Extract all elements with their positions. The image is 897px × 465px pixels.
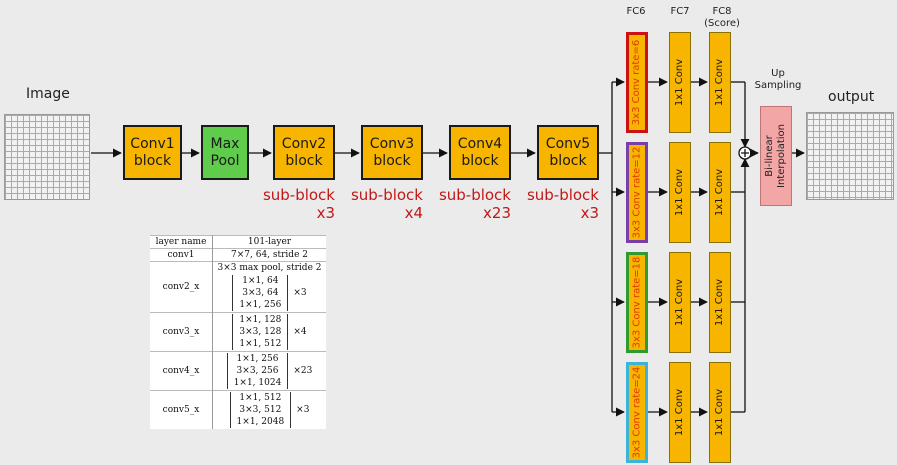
table-row: conv2_x 3×3 max pool, stride 2 xyxy=(150,261,326,313)
conv3-block: Conv3 block xyxy=(361,125,423,180)
fc6-heading: FC6 xyxy=(626,6,646,17)
conv4-subblock-count: sub-block x23 xyxy=(438,186,511,222)
output-label: output xyxy=(828,89,875,105)
layer-config-table: layer name 101-layer conv1 7×7, 64, stri… xyxy=(150,235,326,429)
conv4-block: Conv4 block xyxy=(449,125,511,180)
conv3-multiplier: ×4 xyxy=(293,327,307,337)
input-image-grid xyxy=(4,114,90,200)
table-cell-max-pool: 3×3 max pool, stride 2 xyxy=(212,261,326,274)
table-header-row: layer name 101-layer xyxy=(150,235,326,249)
branch-3-fc8-conv: 1x1 Conv xyxy=(709,252,731,353)
sum-plus-icon xyxy=(741,149,749,157)
conv4-multiplier: ×23 xyxy=(293,366,313,376)
conv1-block: Conv1 block xyxy=(123,125,182,180)
table-cell-conv4-name: conv4_x xyxy=(150,351,213,391)
branch-4-fc6-conv: 3x3 Conv rate=24 xyxy=(626,362,648,463)
table-cell-conv5-name: conv5_x xyxy=(150,390,213,429)
branch-2-fc8-conv: 1x1 Conv xyxy=(709,142,731,243)
branch-2-fc7-conv: 1x1 Conv xyxy=(669,142,691,243)
conv3-subblock-count: sub-block x4 xyxy=(350,186,423,222)
branch-1-fc7-conv: 1x1 Conv xyxy=(669,32,691,133)
table-cell-conv1-value: 7×7, 64, stride 2 xyxy=(212,248,326,262)
conv2-multiplier: ×3 xyxy=(293,288,307,298)
branch-1-fc6-conv: 3x3 Conv rate=6 xyxy=(626,32,648,133)
branch-1-fc8-conv: 1x1 Conv xyxy=(709,32,731,133)
conv5-multiplier: ×3 xyxy=(296,405,310,415)
table-cell-conv2-name: conv2_x xyxy=(150,261,213,313)
conv5-block: Conv5 block xyxy=(537,125,599,180)
table-header-101-layer: 101-layer xyxy=(212,235,326,249)
upsampling-label: Up Sampling xyxy=(754,68,802,91)
image-label: Image xyxy=(26,86,70,102)
conv2-block: Conv2 block xyxy=(273,125,335,180)
fc7-heading: FC7 xyxy=(670,6,690,17)
output-image-grid xyxy=(806,112,894,200)
table-cell-conv3-name: conv3_x xyxy=(150,312,213,352)
branch-3-fc7-conv: 1x1 Conv xyxy=(669,252,691,353)
branch-3-fc6-conv: 3x3 Conv rate=18 xyxy=(626,252,648,353)
conv2-subblock-count: sub-block x3 xyxy=(262,186,335,222)
table-row: conv1 7×7, 64, stride 2 xyxy=(150,248,326,262)
table-header-layer-name: layer name xyxy=(150,235,213,249)
branch-4-fc7-conv: 1x1 Conv xyxy=(669,362,691,463)
table-cell-conv1-name: conv1 xyxy=(150,248,213,262)
max-pool-block: Max Pool xyxy=(201,125,249,180)
branch-4-fc8-conv: 1x1 Conv xyxy=(709,362,731,463)
conv5-subblock-count: sub-block x3 xyxy=(526,186,599,222)
bilinear-interpolation-block: Bi-linear Interpolation xyxy=(760,106,792,206)
fc8-heading: FC8 (Score) xyxy=(704,6,740,29)
branch-2-fc6-conv: 3x3 Conv rate=12 xyxy=(626,142,648,243)
